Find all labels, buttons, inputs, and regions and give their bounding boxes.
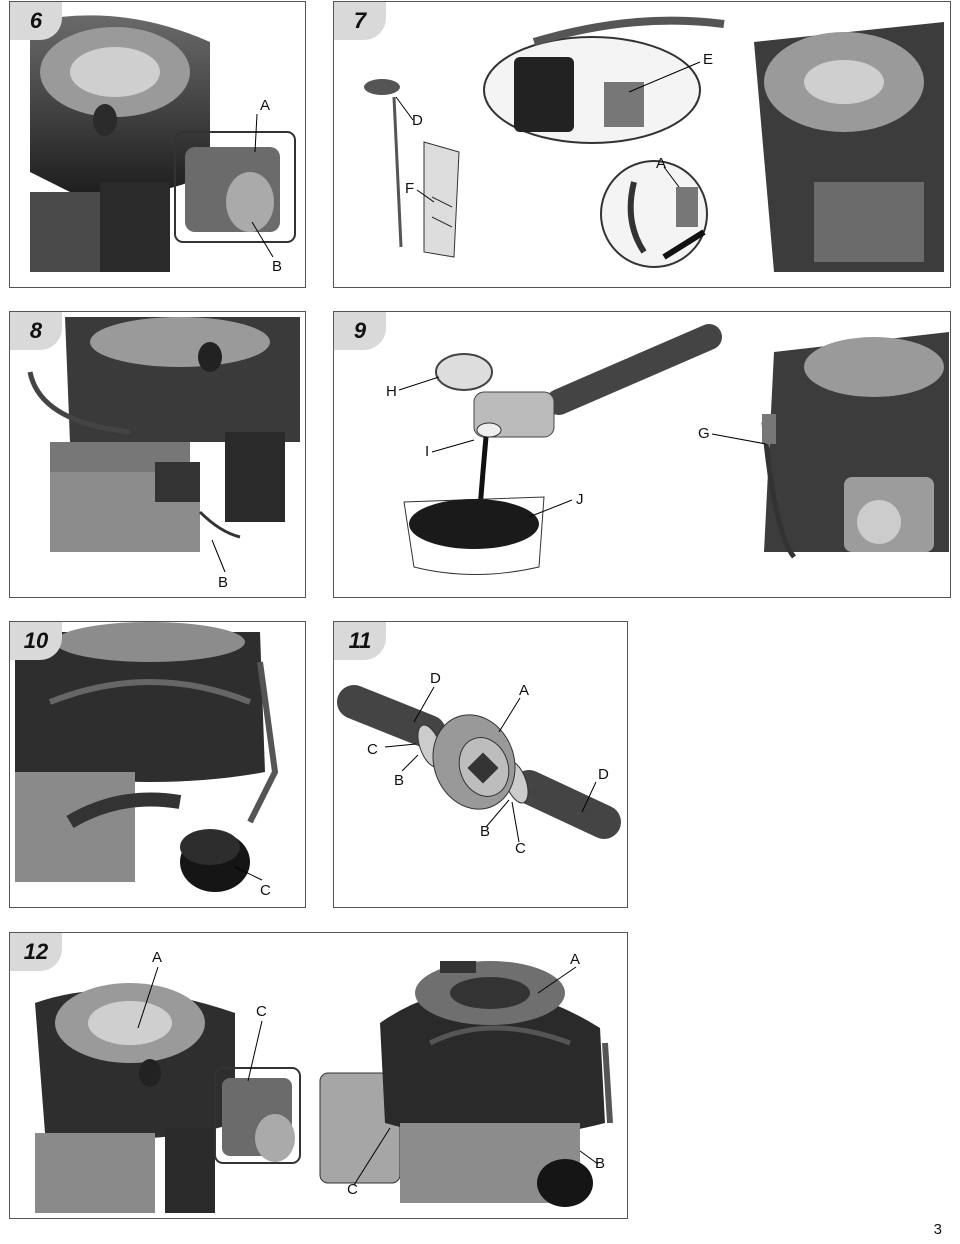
callout-a: A bbox=[260, 97, 271, 114]
figure-number: 11 bbox=[334, 622, 386, 660]
callout-b: B bbox=[595, 1155, 606, 1172]
figure-12-panel: 12 A C A B C bbox=[9, 932, 628, 1219]
callout-b: B bbox=[480, 823, 491, 840]
figure-10-panel: 10 C bbox=[9, 621, 306, 908]
callout-b: B bbox=[394, 772, 405, 789]
figure-8-panel: 8 B bbox=[9, 311, 306, 598]
callout-d: D bbox=[430, 670, 441, 687]
callout-h: H bbox=[386, 383, 397, 400]
callout-e: E bbox=[703, 51, 714, 68]
engine-oil-filter-illustration bbox=[15, 622, 279, 892]
figure-6-panel: 6 A B bbox=[9, 1, 306, 288]
figure-number: 7 bbox=[334, 2, 386, 40]
figure-number: 10 bbox=[10, 622, 62, 660]
figure-7-panel: 7 D F E A bbox=[333, 1, 951, 288]
callout-d: D bbox=[412, 112, 423, 129]
figure-number: 9 bbox=[334, 312, 386, 350]
callout-c: C bbox=[367, 741, 378, 758]
callout-a: A bbox=[570, 951, 581, 968]
engine-illustration bbox=[30, 15, 296, 272]
inline-fuel-filter-illustration bbox=[337, 685, 621, 843]
callout-c: C bbox=[347, 1181, 358, 1198]
dipstick-illustration bbox=[364, 16, 944, 272]
callout-g: G bbox=[698, 425, 710, 442]
callout-c: C bbox=[515, 840, 526, 857]
callout-b: B bbox=[272, 258, 283, 275]
callout-j: J bbox=[576, 491, 584, 508]
engine-illustration bbox=[27, 317, 300, 573]
engine-pair-illustration bbox=[35, 961, 613, 1213]
page-number: 3 bbox=[933, 1221, 942, 1238]
callout-a: A bbox=[152, 949, 163, 966]
callout-c: C bbox=[260, 882, 271, 899]
callout-d: D bbox=[598, 766, 609, 783]
figure-number: 8 bbox=[10, 312, 62, 350]
callout-a: A bbox=[519, 682, 530, 699]
callout-i: I bbox=[425, 443, 430, 460]
oil-drain-illustration bbox=[398, 324, 949, 575]
figure-number: 12 bbox=[10, 933, 62, 971]
figure-number: 6 bbox=[10, 2, 62, 40]
figure-11-panel: 11 D A C B D B C bbox=[333, 621, 628, 908]
callout-f: F bbox=[405, 180, 415, 197]
figure-9-panel: 9 H I G J bbox=[333, 311, 951, 598]
callout-c: C bbox=[256, 1003, 267, 1020]
callout-a: A bbox=[656, 155, 667, 172]
callout-b: B bbox=[218, 574, 229, 591]
